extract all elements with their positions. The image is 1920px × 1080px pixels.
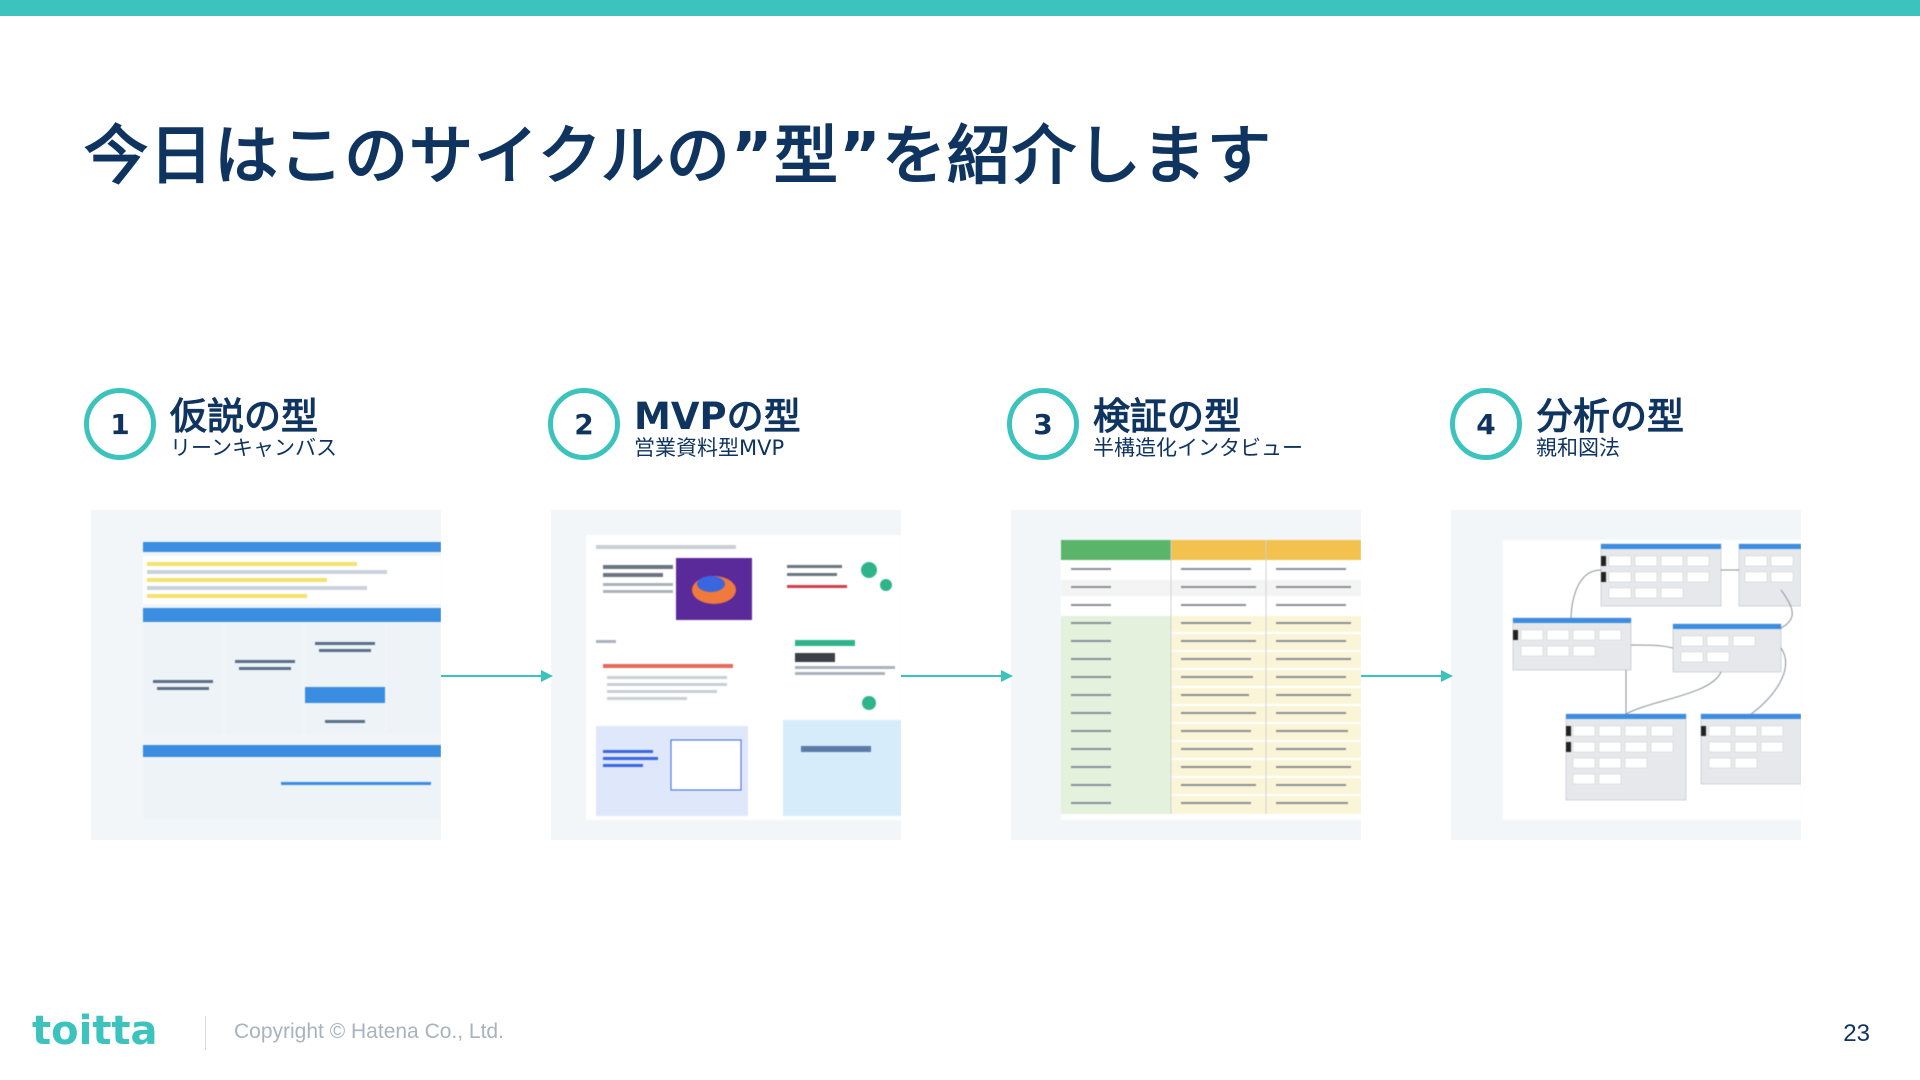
lean-canvas-screenshot-image (143, 542, 441, 820)
toitta-logo: toitta (32, 1008, 158, 1054)
step-title-3: 検証の型 (1093, 395, 1241, 438)
arrow-2-to-3-icon (901, 670, 1013, 682)
step-subtitle-2: 営業資料型MVP (634, 436, 785, 460)
step-title-4: 分析の型 (1536, 395, 1684, 438)
copyright-text: Copyright © Hatena Co., Ltd. (234, 1020, 504, 1043)
arrow-1-to-2-icon (441, 670, 553, 682)
step-subtitle-1: リーンキャンバス (170, 436, 337, 460)
step-title-2: MVPの型 (634, 395, 801, 438)
top-accent-bar (0, 0, 1920, 16)
step-number-4: 4 (1450, 388, 1522, 460)
step-subtitle-4: 親和図法 (1536, 436, 1620, 460)
step-title-1: 仮説の型 (170, 395, 318, 438)
lean-canvas-thumbnail (91, 510, 441, 840)
step-subtitle-3: 半構造化インタビュー (1093, 436, 1303, 460)
page-number: 23 (1843, 1020, 1870, 1047)
step-3: 3 検証の型 半構造化インタビュー (1007, 388, 1347, 460)
interview-sheet-screenshot-image (1061, 540, 1361, 820)
sales-deck-thumbnail (551, 510, 901, 840)
step-2: 2 MVPの型 営業資料型MVP (548, 388, 868, 460)
sales-deck-screenshot-image (586, 535, 901, 820)
footer-divider (205, 1016, 206, 1050)
step-number-2: 2 (548, 388, 620, 460)
step-number-3: 3 (1007, 388, 1079, 460)
interview-sheet-thumbnail (1011, 510, 1361, 840)
arrow-3-to-4-icon (1361, 670, 1453, 682)
step-1: 1 仮説の型 リーンキャンバス (84, 388, 404, 460)
step-number-1: 1 (84, 388, 156, 460)
step-4: 4 分析の型 親和図法 (1450, 388, 1770, 460)
slide-title: 今日はこのサイクルの”型”を紹介します (84, 120, 1272, 194)
affinity-diagram-thumbnail (1451, 510, 1801, 840)
affinity-diagram-screenshot-image (1503, 540, 1801, 820)
